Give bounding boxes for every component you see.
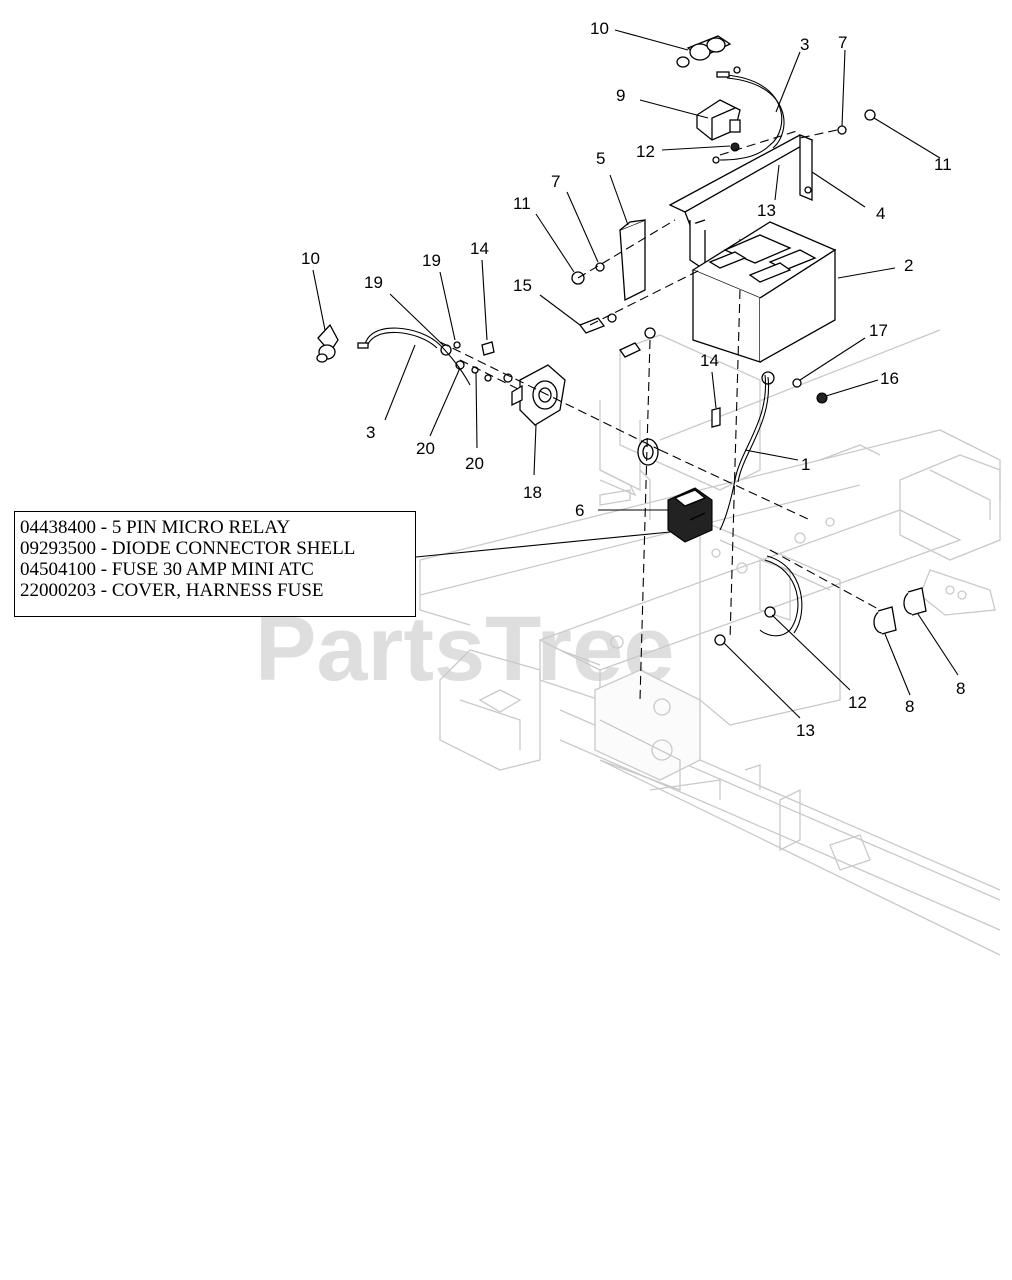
callout-2: 2	[904, 256, 913, 275]
part-fasteners	[440, 109, 876, 646]
callout-11: 11	[934, 155, 952, 174]
callout-9: 9	[616, 86, 625, 105]
callout-1: 1	[801, 455, 810, 474]
callout-13: 13	[757, 201, 776, 220]
part-solenoid-18	[503, 364, 566, 426]
part-boots-10-top	[676, 35, 732, 68]
callout-12: 12	[636, 142, 655, 161]
callout-16: 16	[880, 369, 899, 388]
callout-13: 13	[796, 721, 815, 740]
part-boot-10-left	[316, 323, 339, 363]
frame-chassis	[419, 329, 1001, 956]
callout-3: 3	[366, 423, 375, 442]
callout-10: 10	[590, 19, 609, 38]
part-cable-3-left	[357, 327, 471, 386]
note-line: 09293500 - DIODE CONNECTOR SHELL	[20, 538, 356, 559]
callout-19: 19	[364, 273, 383, 292]
part-grommet-upper	[637, 438, 659, 466]
callout-4: 4	[876, 204, 885, 223]
callout-8: 8	[905, 697, 914, 716]
callout-12: 12	[848, 693, 867, 712]
part-cable-lower	[759, 555, 803, 637]
callout-15: 15	[513, 276, 532, 295]
part-relay-6	[667, 487, 713, 543]
callout-19: 19	[422, 251, 441, 270]
assembly-lines	[439, 129, 881, 701]
leader-lines	[312, 29, 959, 719]
note-line: 04438400 - 5 PIN MICRO RELAY	[20, 517, 291, 538]
part-note-box: 04438400 - 5 PIN MICRO RELAY 09293500 - …	[14, 511, 416, 617]
callout-17: 17	[869, 321, 888, 340]
part-cable-1	[719, 374, 770, 531]
callout-labels: 10 3 7 9 12 11 5 13 4 11 7 2 10 19 19 14…	[301, 19, 965, 740]
callout-6: 6	[575, 501, 584, 520]
callout-7: 7	[551, 172, 560, 191]
callout-20: 20	[465, 454, 484, 473]
note-line: 22000203 - COVER, HARNESS FUSE	[20, 580, 324, 601]
callout-14: 14	[700, 351, 719, 370]
callout-10: 10	[301, 249, 320, 268]
part-bracket-5	[619, 219, 646, 302]
part-battery-2	[691, 221, 837, 363]
part-grommets-8	[873, 587, 927, 635]
callout-14: 14	[470, 239, 489, 258]
callout-5: 5	[596, 149, 605, 168]
part-cable-3-top	[716, 66, 785, 161]
callout-3: 3	[800, 35, 809, 54]
note-line: 04504100 - FUSE 30 AMP MINI ATC	[20, 559, 314, 580]
callout-11: 11	[513, 194, 531, 213]
callout-7: 7	[838, 33, 847, 52]
callout-8: 8	[956, 679, 965, 698]
callout-20: 20	[416, 439, 435, 458]
callout-18: 18	[523, 483, 542, 502]
part-cover-9	[696, 99, 741, 141]
